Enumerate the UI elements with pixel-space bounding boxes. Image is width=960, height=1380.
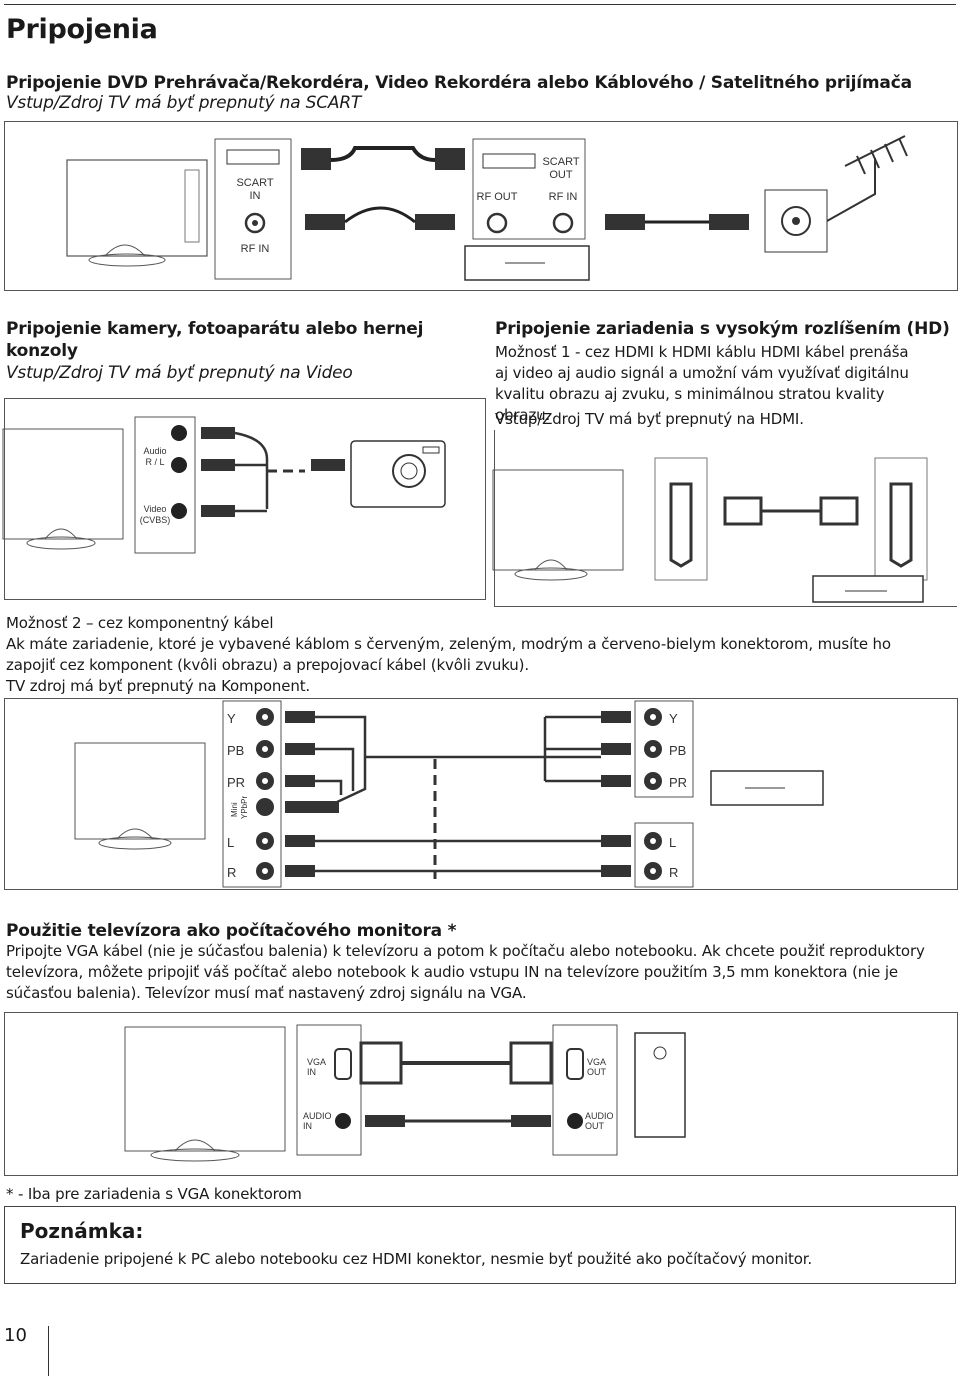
note-text: Zariadenie pripojené k PC alebo notebook…: [20, 1250, 812, 1268]
section4-text: Ak máte zariadenie, ktoré je vybavené ká…: [6, 635, 891, 674]
section4-line1: Možnosť 2 – cez komponentný kábel: [6, 614, 274, 632]
label-y-left: Y: [227, 711, 236, 726]
scart-in-label: SCART: [236, 177, 273, 189]
section1-subheading: Vstup/Zdroj TV má byť prepnutý na SCART: [6, 93, 362, 113]
page-number: 10: [4, 1325, 27, 1346]
vga-in-label: VGA: [307, 1057, 326, 1067]
section5-text: Pripojte VGA kábel (nie je súčasťou bale…: [6, 942, 925, 1002]
svg-text:R / L: R / L: [145, 457, 164, 467]
label-r-left: R: [227, 865, 236, 880]
svg-text:Video: Video: [144, 504, 167, 514]
section1-heading: Pripojenie DVD Prehrávača/Rekordéra, Vid…: [6, 73, 912, 93]
section3-text2: Vstup/Zdroj TV má byť prepnutý na HDMI.: [495, 410, 804, 428]
component-diagram: Y PB PR L R Y PB PR L R Mini YPbPr: [4, 698, 958, 890]
section5-heading: Použitie televízora ako počítačového mon…: [6, 921, 457, 941]
svg-text:Mini: Mini: [230, 802, 239, 817]
svg-text:IN: IN: [303, 1121, 312, 1131]
svg-text:YPbPr: YPbPr: [240, 796, 249, 819]
note-box: Poznámka: Zariadenie pripojené k PC aleb…: [4, 1206, 956, 1284]
label-pr-right: PR: [669, 775, 687, 790]
label-r-right: R: [669, 865, 678, 880]
vga-out-label: VGA: [587, 1057, 606, 1067]
svg-text:OUT: OUT: [585, 1121, 605, 1131]
note-title: Poznámka:: [20, 1219, 144, 1243]
svg-text:(CVBS): (CVBS): [140, 515, 171, 525]
top-rule: [4, 4, 956, 5]
audio-in-label: AUDIO: [303, 1111, 332, 1121]
svg-text:OUT: OUT: [549, 169, 573, 181]
label-l-left: L: [227, 835, 234, 850]
footnote: * - Iba pre zariadenia s VGA konektorom: [6, 1185, 302, 1203]
svg-text:IN: IN: [307, 1067, 316, 1077]
video-diagram: Audio R / L Video (CVBS): [2, 398, 486, 600]
vga-diagram: VGA IN VGA OUT AUDIO IN AUDIO OUT: [4, 1012, 958, 1176]
svg-text:IN: IN: [250, 190, 261, 202]
label-pr-left: PR: [227, 775, 245, 790]
scart-out-label: SCART: [542, 156, 579, 168]
section2-heading: Pripojenie kamery, fotoaparátu alebo her…: [6, 319, 424, 361]
page-title: Pripojenia: [6, 14, 158, 45]
label-pb-right: PB: [669, 743, 686, 758]
page-number-divider: [48, 1326, 49, 1376]
hdmi-diagram: [492, 430, 957, 607]
rf-in-dev-label: RF IN: [549, 191, 578, 203]
rf-out-label: RF OUT: [477, 191, 518, 203]
section4-line3: TV zdroj má byť prepnutý na Komponent.: [6, 677, 311, 695]
section3-heading: Pripojenie zariadenia s vysokým rozlíšen…: [495, 319, 950, 339]
svg-text:Audio: Audio: [143, 446, 166, 456]
scart-diagram: SCART IN RF IN SCART OUT RF OUT RF IN: [4, 121, 958, 291]
audio-out-label: AUDIO: [585, 1111, 614, 1121]
section2-subheading: Vstup/Zdroj TV má byť prepnutý na Video: [6, 363, 353, 383]
label-y-right: Y: [669, 711, 678, 726]
svg-text:OUT: OUT: [587, 1067, 607, 1077]
rf-in-tv-label: RF IN: [241, 243, 270, 255]
section3-text: Možnosť 1 - cez HDMI k HDMI káblu HDMI k…: [495, 343, 909, 424]
label-pb-left: PB: [227, 743, 244, 758]
label-l-right: L: [669, 835, 676, 850]
